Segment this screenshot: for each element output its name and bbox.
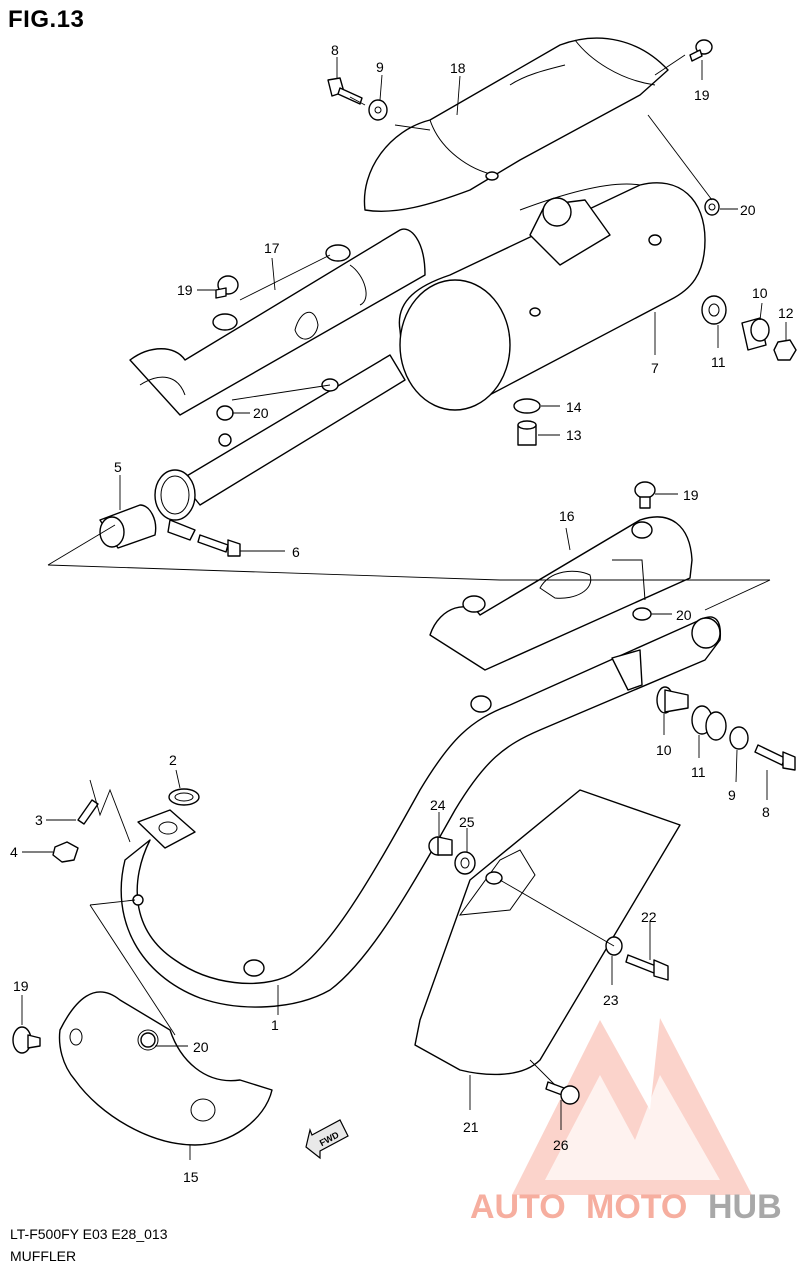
part-25-grommet (454, 851, 476, 875)
part-19-bolt-top-right (689, 39, 713, 62)
callout-24: 24 (430, 797, 446, 813)
callout-5: 5 (114, 459, 122, 475)
callout-20b: 20 (253, 405, 269, 421)
exhaust-flange (137, 809, 196, 849)
callout-19c: 19 (683, 487, 699, 503)
part-24-collar (428, 836, 453, 856)
clamp (154, 469, 196, 541)
part-8-bolt-top (327, 77, 363, 105)
callout-20d: 20 (193, 1039, 209, 1055)
part-21-heat-guard (414, 789, 681, 1076)
part-18-heat-shield-upper (363, 37, 669, 212)
part-20-grommet-left (216, 405, 234, 421)
callout-22: 22 (641, 909, 657, 925)
callout-12: 12 (778, 305, 794, 321)
part-9-washer-top (368, 99, 388, 121)
logo-text-moto: MOTO (586, 1188, 687, 1226)
callout-20c: 20 (676, 607, 692, 623)
callout-4: 4 (10, 844, 18, 860)
callout-8a: 8 (331, 42, 339, 58)
fwd-arrow-icon: FWD (305, 1119, 349, 1160)
figure-code: LT-F500FY E03 E28_013 (10, 1226, 168, 1242)
part-15-front-heat-guard (58, 991, 273, 1146)
callout-17: 17 (264, 240, 280, 256)
part-11-spacer-lower (691, 705, 727, 741)
callout-18: 18 (450, 60, 466, 76)
part-20-grommet-right (704, 198, 720, 216)
callout-7: 7 (651, 360, 659, 376)
part-16-heat-shield-lower (429, 516, 693, 671)
callout-15: 15 (183, 1169, 199, 1185)
callout-1: 1 (271, 1017, 279, 1033)
callout-23: 23 (603, 992, 619, 1008)
logo-text-hub: HUB (708, 1188, 782, 1226)
part-10-collar-lower (656, 686, 689, 714)
callout-13: 13 (566, 427, 582, 443)
part-2-gasket (168, 788, 200, 806)
part-9-washer-lower (729, 726, 749, 750)
part-19-bolt-left (215, 275, 239, 299)
part-1-exhaust-pipe (120, 616, 722, 1008)
callout-19d: 19 (13, 978, 29, 994)
callout-11a: 11 (711, 354, 726, 370)
assembly-lines (47, 54, 771, 1086)
callout-3: 3 (35, 812, 43, 828)
callout-20a: 20 (740, 202, 756, 218)
part-17-heat-shield-mid (129, 228, 426, 416)
part-7-muffler (398, 182, 706, 411)
part-20-grommet-bottom (140, 1032, 156, 1048)
callout-21: 21 (463, 1119, 479, 1135)
part-13-bush (517, 420, 537, 446)
part-19-bolt-bottom-left (12, 1026, 41, 1054)
callout-14: 14 (566, 399, 582, 415)
part-19-bolt-lower (634, 481, 656, 509)
callout-16: 16 (559, 508, 575, 524)
part-5-pipe-joint (99, 504, 157, 549)
part-11-spacer-right (701, 295, 727, 325)
callout-9b: 9 (728, 787, 736, 803)
part-14-washer (513, 398, 541, 414)
callout-10a: 10 (752, 285, 768, 301)
part-10-collar-right (741, 317, 770, 351)
callout-19b: 19 (177, 282, 193, 298)
part-4-nut (52, 841, 79, 863)
callout-26: 26 (553, 1137, 569, 1153)
part-12-nut (773, 339, 797, 361)
callout-11b: 11 (691, 764, 706, 780)
callout-6: 6 (292, 544, 300, 560)
part-6-bolt (197, 534, 241, 557)
callout-19a: 19 (694, 87, 710, 103)
callout-9a: 9 (376, 59, 384, 75)
callout-2: 2 (169, 752, 177, 768)
part-3-stud (77, 799, 99, 825)
part-22-bolt (625, 954, 669, 981)
callouts: 1 2 3 4 5 6 7 8 8 9 9 10 10 11 11 12 13 … (10, 42, 794, 1185)
callout-10b: 10 (656, 742, 672, 758)
logo-text-auto: AUTO (470, 1188, 566, 1226)
callout-8b: 8 (762, 804, 770, 820)
automotohub-logo: AUTO MOTO HUB (470, 1018, 782, 1226)
part-26-bolt (545, 1081, 580, 1105)
part-8-bolt-lower (754, 744, 796, 771)
figure-name: MUFFLER (10, 1248, 77, 1264)
callout-25: 25 (459, 814, 475, 830)
figure-title: FIG.13 (8, 6, 85, 33)
part-20-grommet-lower (632, 607, 652, 621)
